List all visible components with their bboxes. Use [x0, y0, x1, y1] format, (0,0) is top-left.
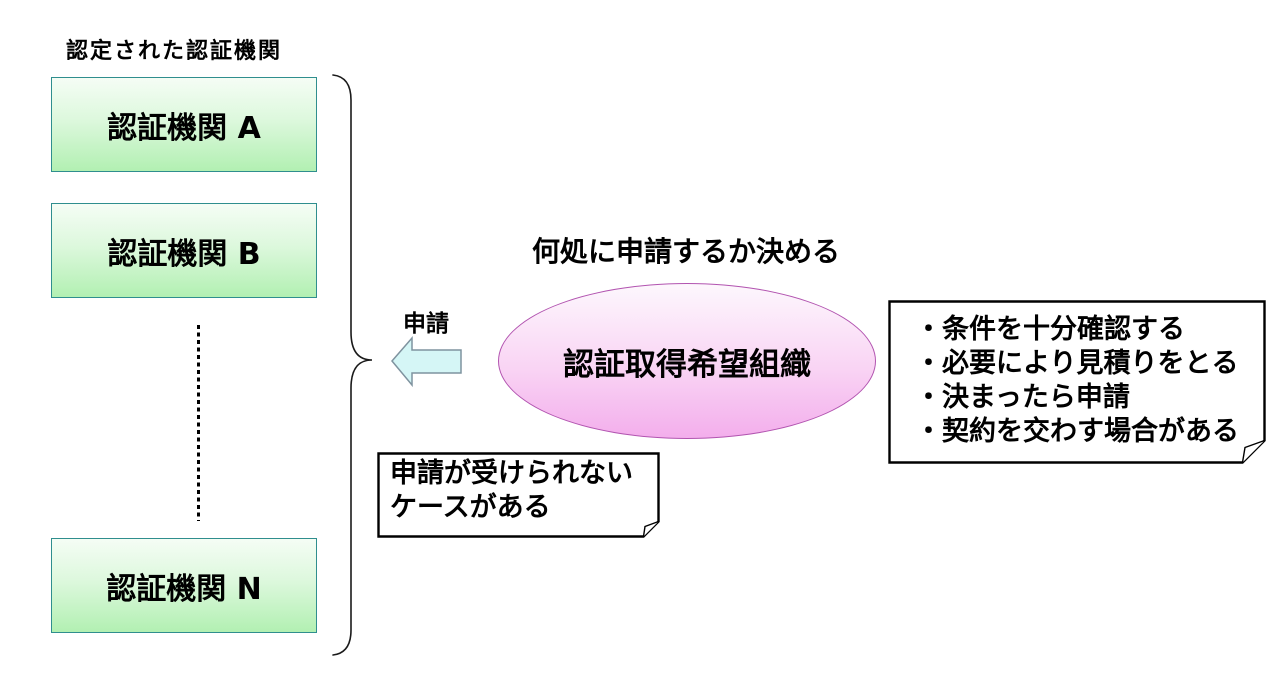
decide-caption: 何処に申請するか決める — [531, 235, 840, 268]
conditions-note-line: ・契約を交わす場合がある — [915, 416, 1239, 447]
rejection-note-line: 申請が受けられない — [390, 458, 633, 489]
rejection-note-line: ケースがある — [390, 492, 551, 523]
conditions-note: ・条件を十分確認する ・必要により見積りをとる ・決まったら申請 ・契約を交わす… — [888, 300, 1266, 464]
rejection-note-text: 申請が受けられない ケースがある — [390, 457, 633, 525]
folded-note-shape — [377, 452, 660, 538]
cert-body-box-b: 認証機関 B — [51, 203, 317, 298]
cert-body-box-a-label: 認証機関 A — [107, 110, 261, 146]
brace-icon — [332, 74, 373, 656]
conditions-note-line: ・条件を十分確認する — [915, 314, 1185, 345]
ellipsis-dotted-line — [197, 325, 200, 521]
apply-arrow-icon — [391, 335, 462, 388]
conditions-note-line: ・決まったら申請 — [915, 382, 1130, 413]
cert-body-box-a: 認証機関 A — [51, 77, 317, 172]
folded-note-shape — [888, 300, 1266, 464]
conditions-note-text: ・条件を十分確認する ・必要により見積りをとる ・決まったら申請 ・契約を交わす… — [915, 313, 1239, 449]
apply-label: 申請 — [403, 311, 449, 337]
conditions-note-line: ・必要により見積りをとる — [915, 348, 1239, 379]
rejection-note: 申請が受けられない ケースがある — [377, 452, 660, 538]
cert-body-box-b-label: 認証機関 B — [107, 236, 261, 272]
applicant-ellipse: 認証取得希望組織 — [498, 283, 876, 439]
cert-body-box-n: 認証機関 N — [51, 538, 317, 633]
applicant-ellipse-label: 認証取得希望組織 — [563, 346, 811, 383]
accredited-bodies-heading: 認定された認証機関 — [66, 39, 283, 64]
cert-body-box-n-label: 認証機関 N — [106, 571, 262, 607]
